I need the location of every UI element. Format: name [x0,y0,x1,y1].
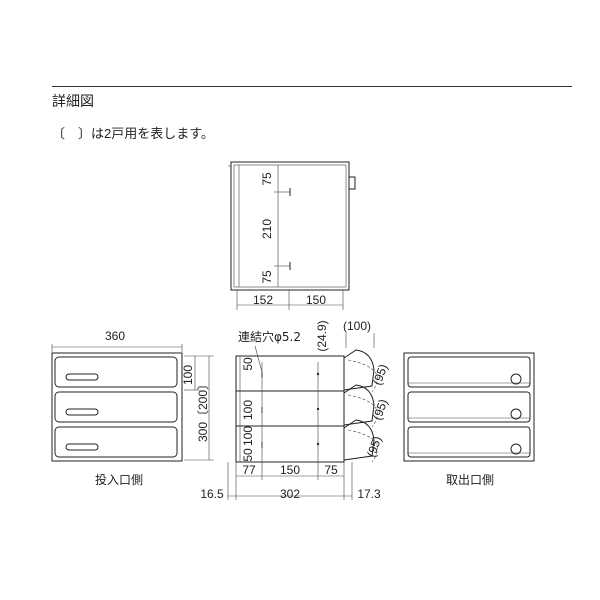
door-swing-3: (95) [364,434,384,459]
top-width-left: 152 [253,293,273,307]
vertical-dim: (24.9) [315,320,329,351]
overall-left: 16.5 [200,487,224,501]
bottom-dim-75: 75 [324,463,338,477]
output-door-3 [407,426,531,458]
depth-label: (100) [343,319,371,333]
overall-right: 17.3 [357,487,381,501]
side-dim-50-upper: 50 [241,357,255,371]
insert-unit-3 [54,426,178,458]
side-dim-100-lower: 100 [241,426,255,446]
hole-label: 連結穴φ5.2 [238,329,301,344]
top-view-outline [230,161,350,291]
bottom-dim-150: 150 [280,463,300,477]
output-door-1 [407,356,531,388]
top-dim-75-upper: 75 [260,172,274,186]
insert-width: 360 [105,329,125,343]
insert-side-outline [51,352,183,462]
top-view: 75 210 75 152 150 [228,161,356,310]
output-lock-3 [510,443,522,455]
page-note: 〔 〕は2戸用を表します。 [52,126,214,141]
side-dim-50-lower: 50 [241,448,255,462]
title-rule [52,86,572,87]
door-swing-2: (95) [370,397,390,422]
insert-slot-3 [65,443,99,451]
insert-total-height: 300〔200〕 [196,378,210,442]
insert-slot-1 [65,373,99,381]
side-view: 連結穴φ5.2 (100) (24.9) 50 100 100 50 (95) … [200,319,390,501]
overall-width: 302 [280,487,300,501]
insert-side-view: 360 100 300〔200〕 投入口側 [51,329,214,487]
top-dim-210: 210 [260,219,274,239]
insert-unit-2 [54,391,178,423]
top-width-right: 150 [306,293,326,307]
output-side-view: 取出口側 [403,352,535,487]
page-title: 詳細図 [52,93,94,109]
insert-slot-2 [65,408,99,416]
bottom-dim-77: 77 [242,463,256,477]
output-side-outline [403,352,535,462]
side-dim-100-upper: 100 [241,400,255,420]
output-door-2 [407,391,531,423]
insert-unit-1 [54,356,178,388]
door-swing-1: (95) [370,362,390,387]
output-lock-1 [510,373,522,385]
top-dim-75-lower: 75 [260,270,274,284]
output-side-caption: 取出口側 [446,473,494,487]
top-view-latch [348,176,356,190]
insert-side-caption: 投入口側 [95,472,143,487]
insert-unit-height: 100 [181,365,195,385]
side-view-body [235,355,345,463]
output-lock-2 [510,408,522,420]
